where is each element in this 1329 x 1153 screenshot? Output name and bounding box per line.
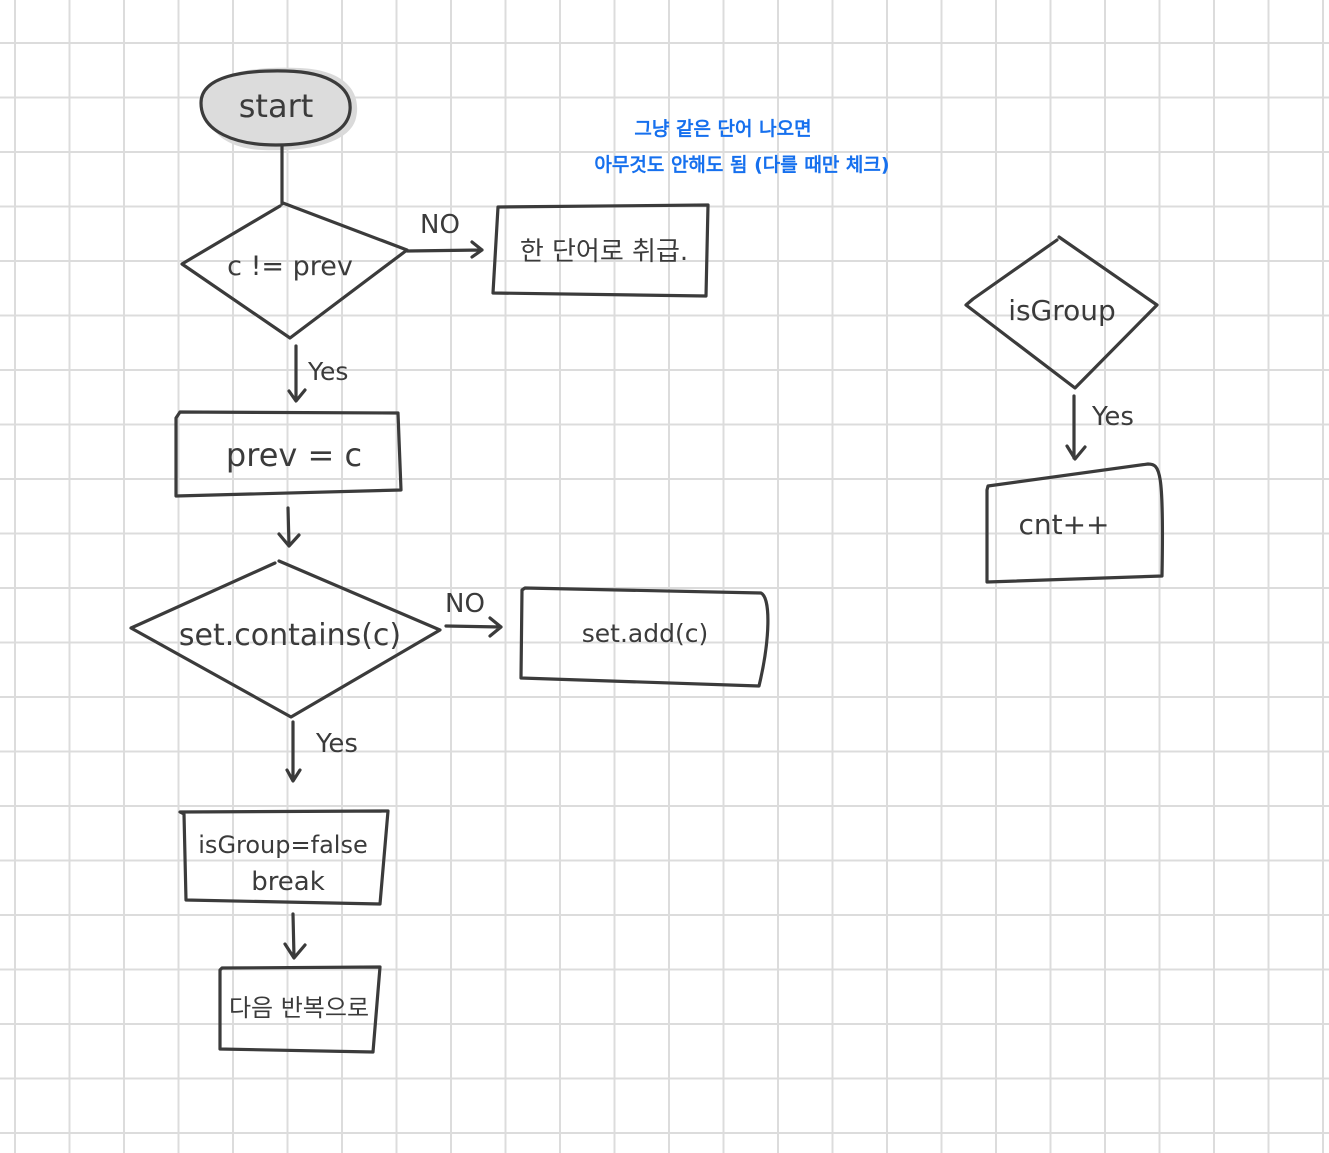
process-prev: prev = c [174, 410, 403, 498]
arrow-yes-3 [1065, 394, 1087, 461]
label-no-1: NO [420, 210, 460, 240]
label-yes-3: Yes [1091, 402, 1134, 432]
arrow-yes-1 [287, 344, 307, 403]
process-set-add-box [519, 586, 770, 688]
process-count: cnt++ [985, 462, 1165, 584]
process-set-add-label: set.add(c) [582, 619, 708, 648]
note-line-2: 아무것도 안해도 됨 (다를 때만 체크) [594, 154, 889, 176]
process-single-word-label: 한 단어로 취급. [520, 237, 688, 267]
decision-isgroup-diamond [964, 235, 1159, 390]
label-yes-1: Yes [307, 357, 348, 386]
decision-set-contains-label: set.contains(c) [179, 618, 401, 653]
arrow-break-next [283, 912, 307, 960]
note-line-1: 그냥 같은 단어 나오면 [634, 118, 811, 140]
process-break-label-line2: break [251, 867, 325, 897]
decision-isgroup: isGroup [964, 235, 1159, 390]
start-node: start [199, 67, 358, 151]
process-single-word: 한 단어로 취급. [491, 203, 710, 298]
arrow-prev-decision2 [277, 506, 301, 548]
process-break: isGroup=false break [178, 809, 390, 906]
decision-c-not-prev-label: c != prev [227, 251, 353, 282]
decision-c-not-prev: c != prev [180, 201, 409, 340]
process-next-box [218, 965, 382, 1054]
start-ellipse [199, 69, 352, 147]
process-break-box [178, 809, 390, 906]
process-count-label: cnt++ [1018, 508, 1109, 541]
process-next-label: 다음 반복으로 [229, 994, 369, 1022]
label-no-2: NO [445, 589, 485, 619]
process-count-box [985, 462, 1165, 584]
decision-set-contains: set.contains(c) [129, 559, 442, 719]
start-label: start [239, 87, 314, 125]
process-single-word-box [491, 203, 710, 298]
process-prev-label: prev = c [226, 436, 362, 474]
decision-set-contains-diamond [129, 559, 442, 719]
process-break-label-line1: isGroup=false [198, 831, 367, 859]
process-next: 다음 반복으로 [218, 965, 382, 1054]
arrow-no-1 [405, 240, 484, 259]
arrow-no-2 [444, 616, 503, 638]
arrow-yes-2 [285, 720, 302, 783]
decision-isgroup-label: isGroup [1008, 294, 1116, 327]
process-prev-box [174, 410, 403, 498]
decision-c-not-prev-diamond [180, 201, 409, 340]
label-yes-2: Yes [315, 729, 358, 759]
process-set-add: set.add(c) [519, 586, 770, 688]
